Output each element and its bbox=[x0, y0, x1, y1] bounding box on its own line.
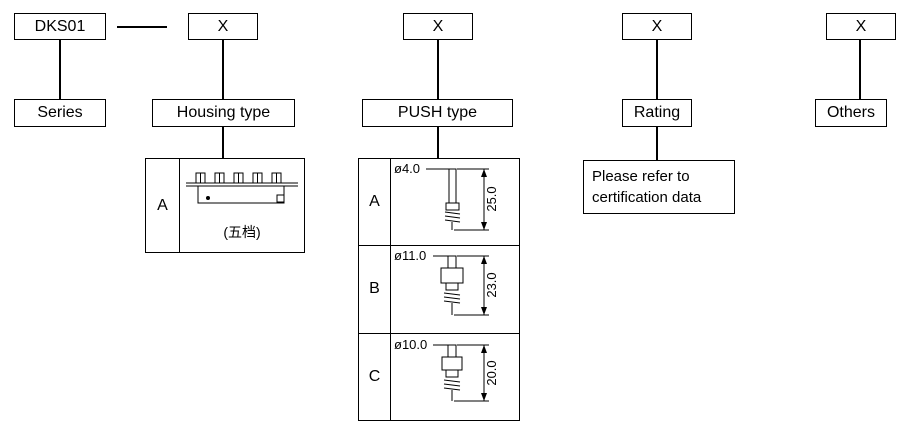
housing-option-label: A bbox=[157, 196, 168, 214]
diameter-label: ø11.0 bbox=[394, 248, 426, 263]
push-drawing-cell: ø4.0 25.0 bbox=[391, 159, 519, 245]
push-row-c: C bbox=[359, 332, 519, 420]
push-drawing-cell: ø11.0 23.0 bbox=[391, 246, 519, 332]
rating-label-box: Rating bbox=[622, 99, 692, 127]
housing-type-label: Housing type bbox=[176, 104, 271, 121]
digit-box-housing-type: X bbox=[188, 13, 258, 40]
series-code-text: DKS01 bbox=[34, 17, 86, 35]
digit-placeholder: X bbox=[432, 17, 444, 35]
series-label: Series bbox=[37, 104, 83, 121]
housing-type-label-box: Housing type bbox=[152, 99, 295, 127]
push-option-label: C bbox=[368, 367, 381, 385]
digit-box-push-type: X bbox=[403, 13, 473, 40]
height-dimension-label: 23.0 bbox=[484, 273, 499, 298]
connector-line-series bbox=[59, 40, 61, 99]
rating-note-line-2: certification data bbox=[592, 189, 702, 206]
digit-box-rating: X bbox=[622, 13, 692, 40]
push-type-detail-table: A bbox=[358, 158, 520, 421]
push-button-b-drawing: ø11.0 23.0 bbox=[394, 248, 499, 316]
push-option-cell: B bbox=[359, 246, 391, 333]
series-code-box: DKS01 bbox=[14, 13, 106, 40]
others-label: Others bbox=[826, 104, 875, 121]
connector-line-housing bbox=[222, 40, 224, 99]
height-dimension-label: 20.0 bbox=[484, 360, 499, 385]
digit-box-others: X bbox=[826, 13, 896, 40]
diameter-label: ø4.0 bbox=[394, 161, 420, 176]
digit-placeholder: X bbox=[651, 17, 663, 35]
push-type-label-box: PUSH type bbox=[362, 99, 513, 127]
push-button-c-drawing: ø10.0 20.0 bbox=[394, 337, 499, 402]
housing-caption: (五档) bbox=[223, 223, 261, 240]
connector-line-rating bbox=[656, 40, 658, 99]
push-row-b: B bbox=[359, 245, 519, 333]
push-option-label: A bbox=[369, 193, 380, 211]
rating-note-box: Please refer to certification data bbox=[583, 160, 735, 214]
diameter-label: ø10.0 bbox=[394, 337, 427, 352]
housing-type-detail-box: A bbox=[145, 158, 305, 253]
connector-line-rating-detail bbox=[656, 127, 658, 160]
rating-label: Rating bbox=[633, 104, 681, 121]
push-row-a: A bbox=[359, 159, 519, 246]
push-button-a-drawing: ø4.0 25.0 bbox=[394, 161, 499, 231]
series-label-box: Series bbox=[14, 99, 106, 127]
connector-line-others bbox=[859, 40, 861, 99]
slide-switch-drawing bbox=[186, 172, 298, 203]
digit-placeholder: X bbox=[855, 17, 867, 35]
others-label-box: Others bbox=[815, 99, 887, 127]
switch-pivot-dot bbox=[206, 195, 210, 200]
connector-line-push-detail bbox=[437, 127, 439, 158]
push-option-cell: C bbox=[359, 333, 391, 420]
push-option-cell: A bbox=[359, 159, 391, 246]
push-type-label: PUSH type bbox=[397, 104, 478, 121]
height-dimension-label: 25.0 bbox=[484, 187, 499, 212]
rating-note-line-1: Please refer to bbox=[592, 168, 690, 185]
digit-placeholder: X bbox=[217, 17, 229, 35]
push-option-label: B bbox=[369, 280, 380, 298]
housing-drawing-cell: (五档) bbox=[180, 159, 304, 252]
dash-connector-line bbox=[117, 26, 167, 28]
push-drawing-cell: ø10.0 20.0 bbox=[391, 334, 519, 420]
connector-line-push bbox=[437, 40, 439, 99]
housing-option-cell: A bbox=[146, 159, 180, 252]
connector-line-housing-detail bbox=[222, 127, 224, 158]
